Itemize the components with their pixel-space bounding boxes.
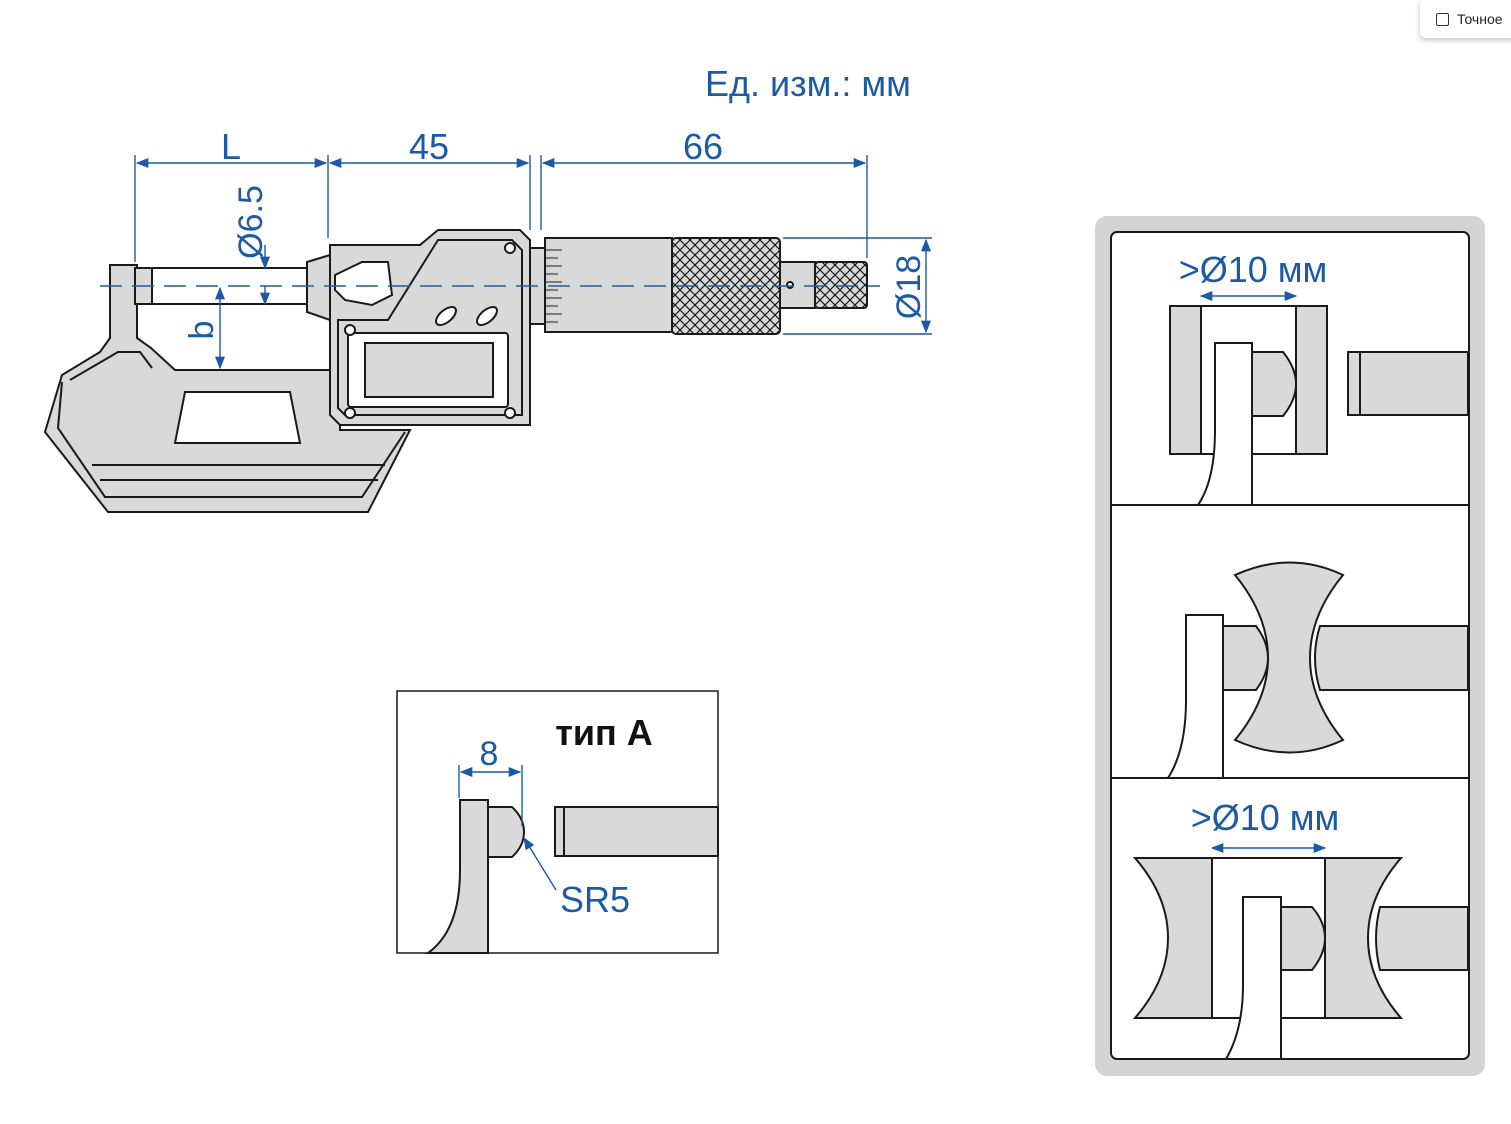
dim-label-L: L [221, 126, 241, 167]
dim-label-spindle-dia: Ø6.5 [232, 185, 270, 259]
checkbox-box[interactable] [1436, 12, 1449, 26]
lock-lever [334, 261, 394, 307]
ball-tip [1251, 351, 1298, 417]
frame-window [173, 391, 302, 444]
wall-left [1132, 857, 1213, 1019]
body-panel [337, 239, 523, 416]
screw [504, 242, 516, 254]
anvil-arm [1166, 614, 1224, 779]
dim-label-width: 8 [480, 735, 499, 773]
ratchet-neck [779, 261, 816, 309]
type-a-anvil-arm [424, 799, 489, 954]
spindle [1347, 351, 1469, 416]
ratchet-pin [786, 281, 794, 289]
screw [504, 407, 516, 419]
checkbox-label: Точное [1457, 11, 1503, 27]
anvil-arm [1224, 896, 1282, 1060]
button [435, 306, 457, 326]
dim-label-b: b [183, 321, 221, 340]
dim-label-66: 66 [683, 126, 723, 167]
dim-label-radius: SR5 [560, 879, 630, 920]
lcd-screen [364, 342, 494, 398]
ball-tip [1280, 906, 1327, 971]
button [476, 306, 498, 326]
frame-inner-edge [69, 351, 153, 381]
micrometer-frame [43, 264, 412, 513]
applications-panel: >Ø10 мм >Ø10 мм [1095, 216, 1485, 1076]
dim-label-45: 45 [409, 126, 449, 167]
type-a-title: тип A [555, 712, 653, 753]
ratchet-knurl [814, 261, 868, 309]
type-a-spindle [554, 806, 719, 857]
application-concave-tube: >Ø10 мм [1132, 797, 1469, 1060]
ball-tip [1222, 625, 1270, 691]
spindle-lock [306, 253, 331, 322]
application-top-label: >Ø10 мм [1179, 249, 1328, 290]
application-bottom-label: >Ø10 мм [1191, 797, 1340, 838]
type-a-detail: тип A 8 SR5 [396, 690, 719, 954]
micrometer-drawing: L 45 66 Ø6.5 b Ø18 [43, 126, 932, 513]
screw [344, 324, 356, 336]
spindle [1375, 906, 1469, 971]
frame-inner-outline [56, 381, 406, 498]
spindle [1314, 625, 1469, 691]
screw [344, 407, 356, 419]
wall-right [1324, 857, 1404, 1019]
thimble [544, 237, 673, 333]
application-tube: >Ø10 мм [1169, 249, 1469, 506]
application-concave [1166, 561, 1469, 779]
type-a-ball-tip [487, 806, 526, 858]
units-label: Ед. изм.: мм [705, 63, 911, 104]
leader-radius [523, 836, 557, 891]
precise-checkbox[interactable]: Точное [1420, 0, 1511, 38]
dim-label-thimble-dia: Ø18 [890, 255, 928, 319]
thimble-scale [545, 249, 562, 323]
anvil-arm [1196, 342, 1253, 506]
